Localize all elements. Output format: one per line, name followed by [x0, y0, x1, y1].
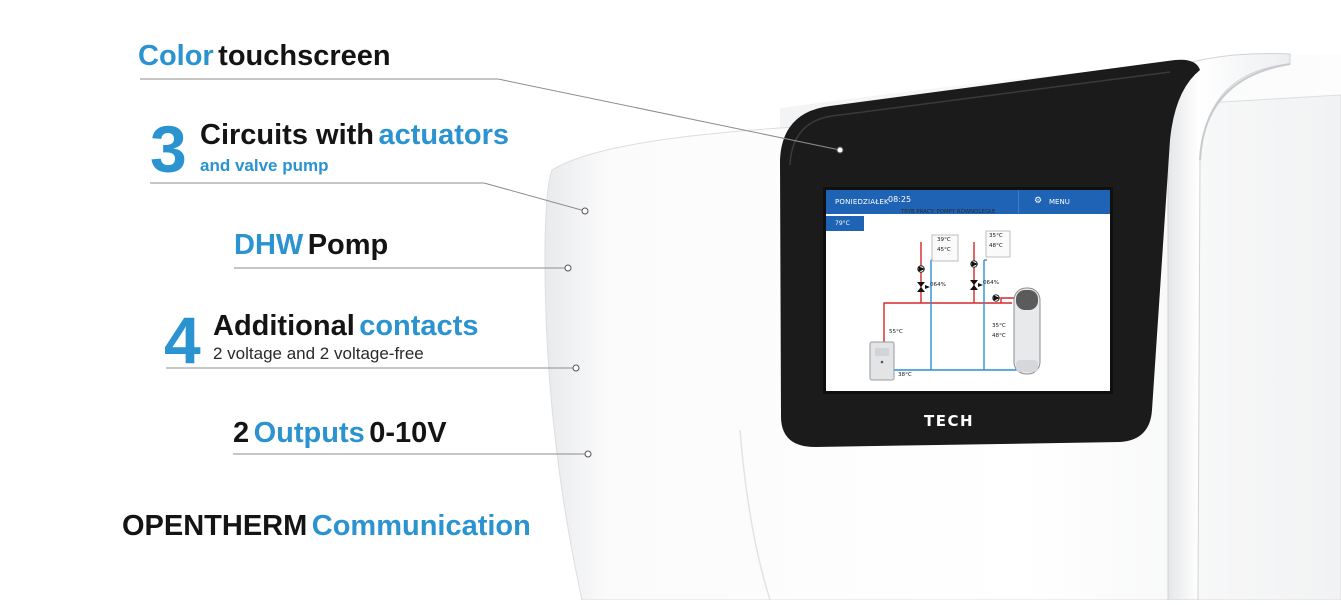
feature-accent: Outputs [253, 417, 365, 449]
screen-day: PONIEDZIAŁEK [835, 198, 889, 206]
feature-contacts-sub: 2 voltage and 2 voltage-free [213, 344, 424, 363]
feature-circuits-sub: and valve pump [200, 156, 329, 175]
gears-icon: ⚙ [1034, 196, 1043, 206]
valve2-opening: 064% [983, 280, 999, 286]
feature-lead: 2 [233, 417, 250, 449]
outside-temperature: 79°C [826, 216, 864, 231]
feature-text: Pomp [307, 229, 389, 261]
circuit1-actual-temp: 45°C [937, 247, 951, 253]
feature-text: OPENTHERM [122, 510, 308, 542]
feature-text: touchscreen [218, 40, 391, 72]
valve1-opening: 064% [930, 282, 946, 288]
feature-contacts: Additional contacts [213, 312, 478, 341]
work-mode-label: TRYB PRACY: POMPY RÓWNOLEGŁE [901, 209, 996, 215]
feature-outputs: 2 Outputs 0-10V [233, 419, 447, 448]
circuit2-actual-temp: 48°C [989, 243, 1003, 249]
tank-set-temp: 35°C [992, 323, 1006, 329]
feature-color-touchscreen: Color touchscreen [138, 42, 391, 71]
feature-accent: actuators [378, 119, 510, 151]
boiler-temp: 55°C [889, 329, 903, 335]
feature-circuits: Circuits with actuators [200, 121, 509, 150]
circuits-count: 3 [150, 112, 187, 186]
feature-accent: contacts [359, 310, 479, 342]
tech-logo: TECH [924, 412, 975, 430]
return-temp: 38°C [898, 372, 912, 378]
feature-text: Circuits with [200, 119, 375, 151]
circuit1-set-temp: 39°C [937, 237, 951, 243]
touchscreen-display[interactable]: PONIEDZIAŁEK 08:25 ⚙ MENU 79°C TRYB PRAC… [826, 190, 1110, 391]
feature-text: 0-10V [369, 417, 447, 449]
feature-accent: Color [138, 40, 214, 72]
hydraulic-diagram [869, 230, 1041, 381]
circuit2-set-temp: 35°C [989, 233, 1003, 239]
screen-header: PONIEDZIAŁEK 08:25 ⚙ MENU [826, 190, 1110, 214]
screen-time: 08:25 [888, 195, 912, 204]
contacts-count: 4 [164, 303, 201, 377]
feature-accent: DHW [234, 229, 304, 261]
tank-actual-temp: 48°C [992, 333, 1006, 339]
feature-accent: Communication [311, 510, 531, 542]
screen-menu-button[interactable]: ⚙ MENU [1018, 190, 1110, 214]
feature-text: Additional [213, 310, 355, 342]
feature-opentherm: OPENTHERM Communication [122, 512, 531, 541]
screen-menu-label: MENU [1049, 198, 1070, 206]
feature-dhw: DHW Pomp [234, 231, 388, 260]
